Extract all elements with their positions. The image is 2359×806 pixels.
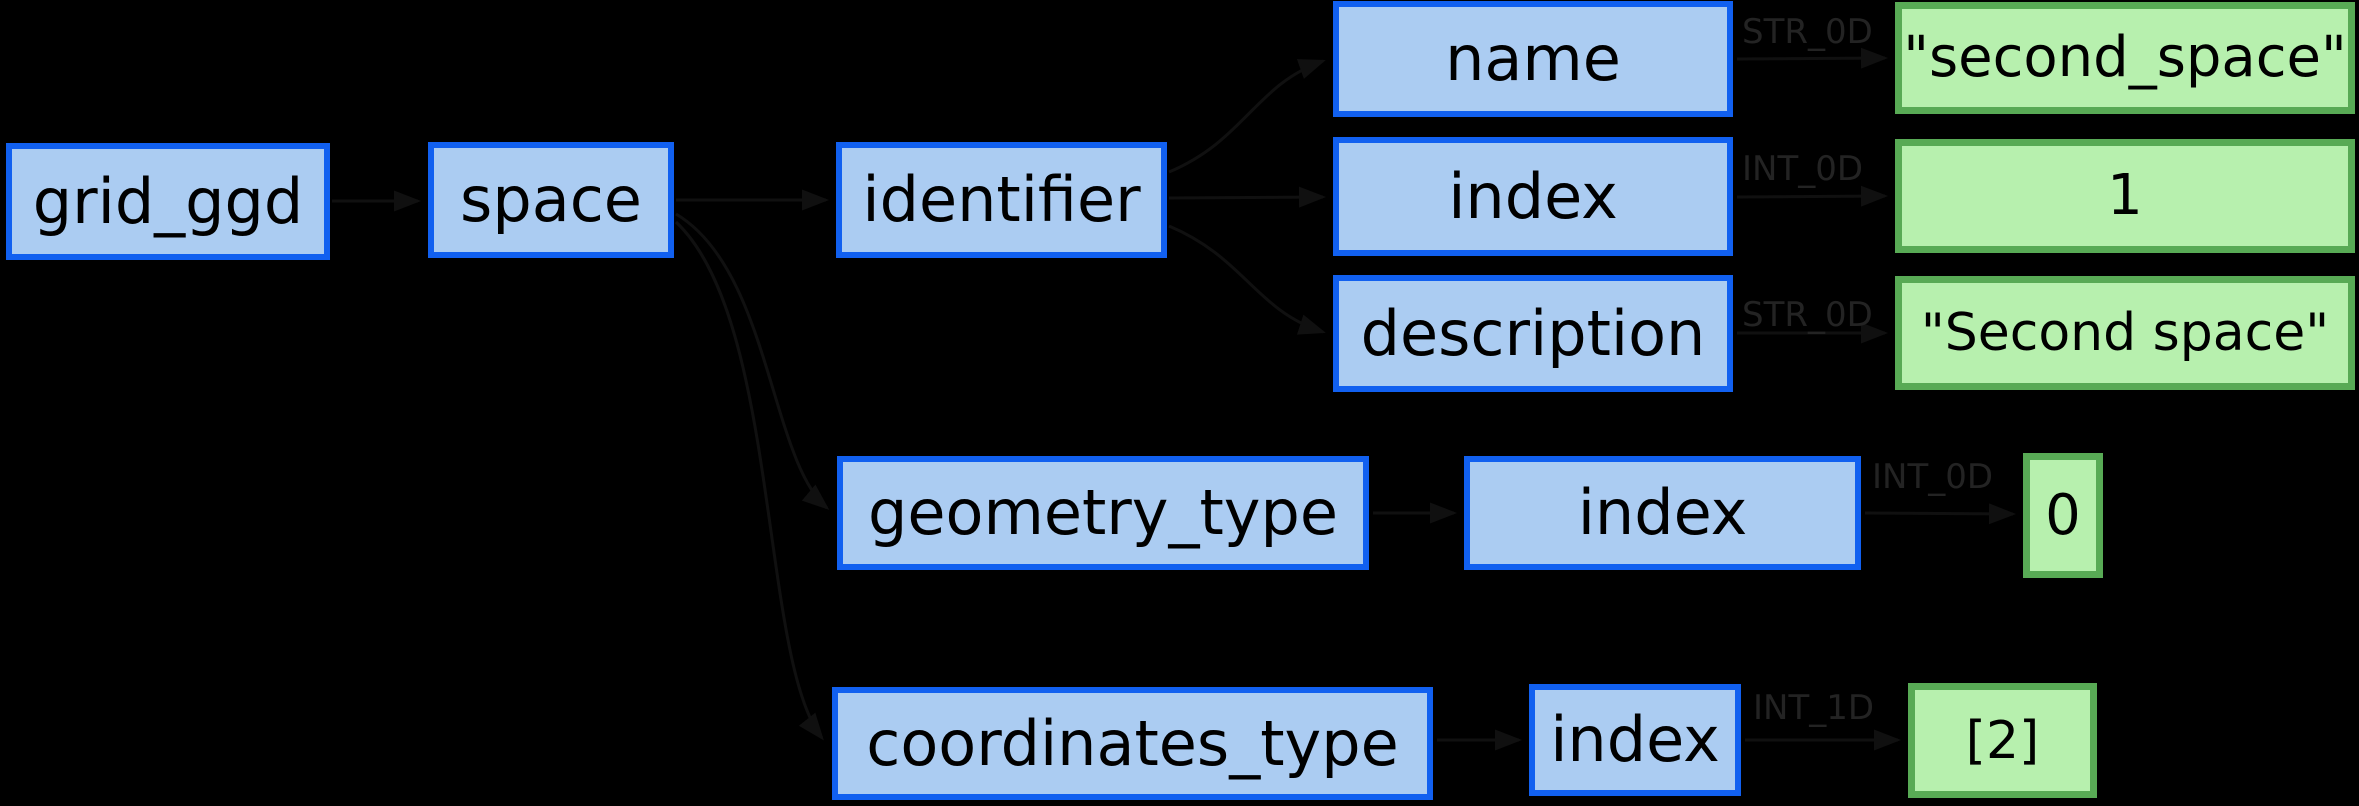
node-coordinates-type: coordinates_type [832,687,1433,800]
node-index-geometry: index [1464,456,1861,570]
edge-type-label-index: INT_0D [1742,149,1864,189]
edge-identifier-name [1168,59,1326,174]
edge-type-label-geometry-index: INT_0D [1872,457,1994,497]
node-index-coordinates: index [1529,684,1741,796]
edge-type-label-description: STR_0D [1742,295,1873,335]
node-description: description [1333,275,1733,392]
node-name: name [1333,1,1733,117]
edge-name-value [1736,47,1888,69]
node-space: space [428,142,674,258]
edge-type-label-name: STR_0D [1742,12,1873,52]
node-identifier: identifier [836,142,1167,258]
value-geometry-index: 0 [2023,453,2103,578]
value-coordinates-index: [2] [1908,683,2097,798]
edge-space-geometry-type [675,212,830,510]
value-index: 1 [1895,139,2355,253]
edge-geometry-index-value [1864,503,2016,525]
value-description: "Second space" [1895,276,2355,390]
edge-identifier-index [1168,186,1326,208]
edge-identifier-description [1168,224,1326,335]
node-grid-ggd: grid_ggd [6,143,330,260]
edge-space-coordinates-type [674,220,824,741]
node-geometry-type: geometry_type [837,456,1369,570]
value-name: "second_space" [1895,2,2355,114]
node-index-identifier: index [1333,137,1733,256]
edge-index-value [1736,185,1888,207]
edge-type-label-coordinates-index: INT_1D [1753,688,1875,728]
